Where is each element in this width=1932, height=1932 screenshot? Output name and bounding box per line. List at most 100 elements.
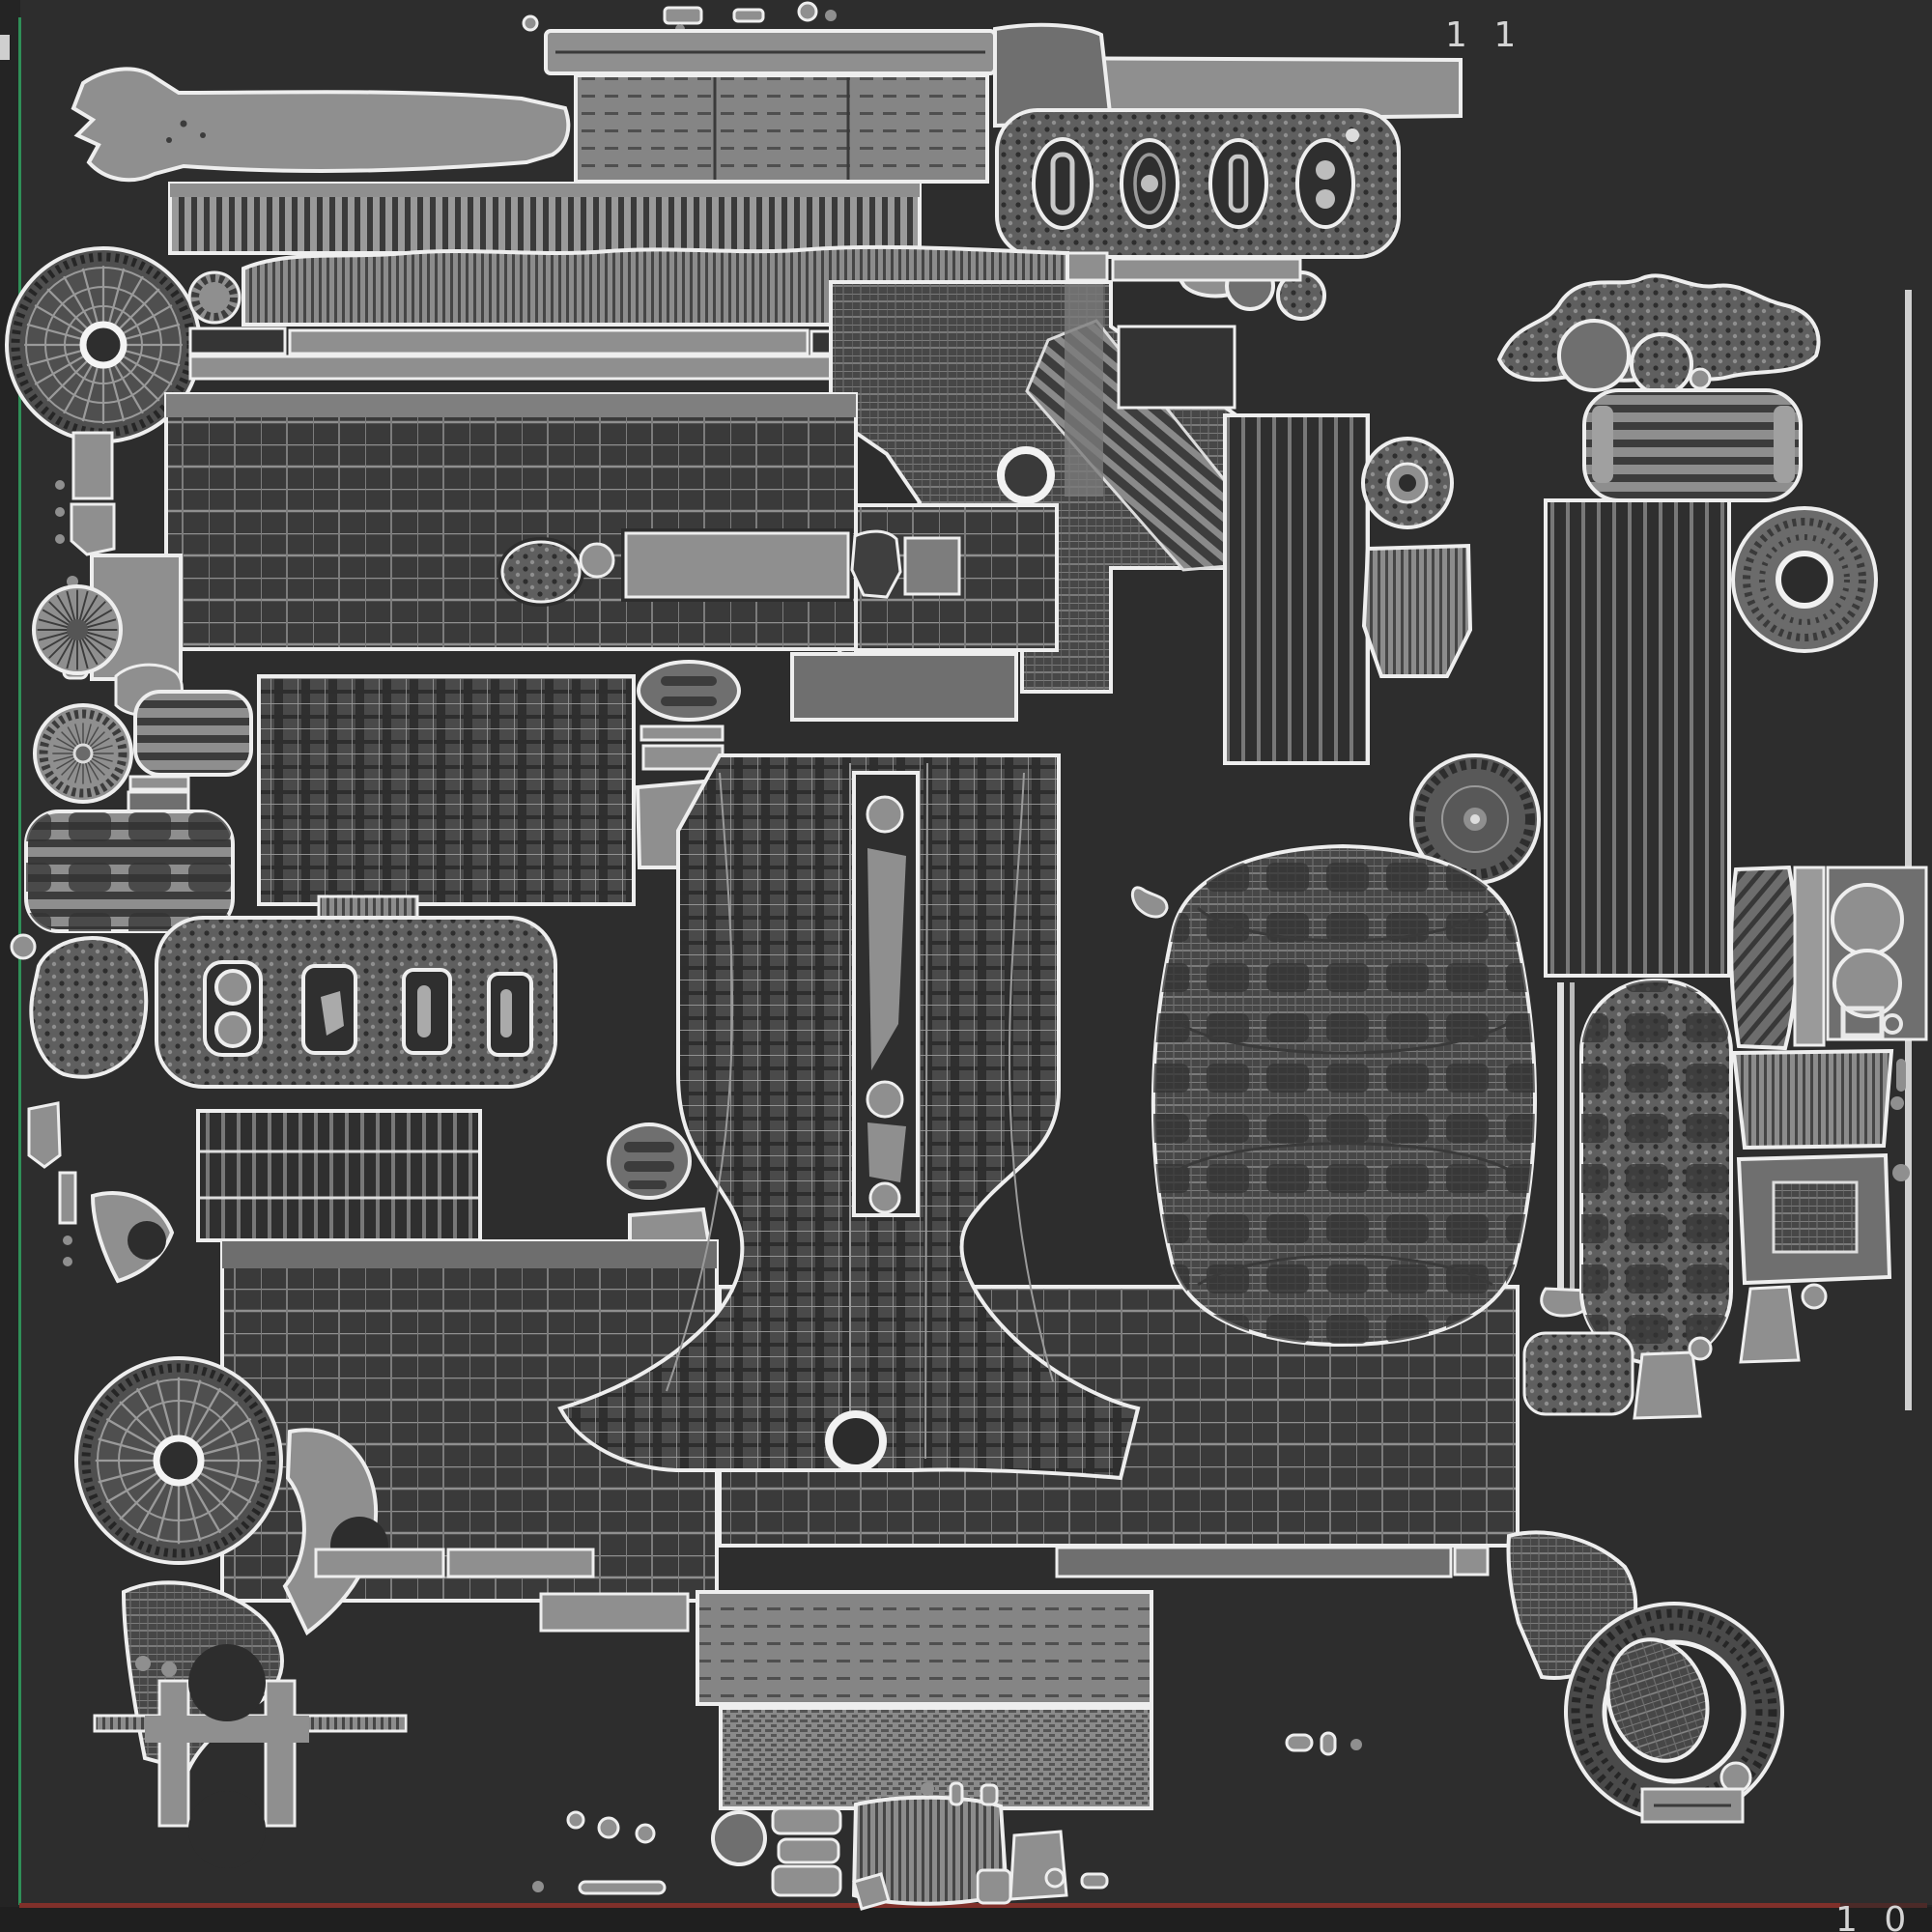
basket-body	[1731, 1048, 1894, 1151]
barrel-arcs	[1179, 906, 1508, 1287]
island-top-small-bits[interactable]	[522, 1, 837, 34]
island-egg-mesh[interactable]	[10, 933, 149, 1079]
island-funnel-right[interactable]	[1739, 1283, 1828, 1364]
port-inner	[1133, 153, 1166, 214]
bracket-bolt-hole	[997, 446, 1055, 504]
pill	[1320, 1731, 1337, 1756]
island-knurled-disc[interactable]	[33, 703, 133, 804]
band-body	[1729, 865, 1799, 1051]
filter-cap	[1592, 406, 1613, 483]
panel-body	[164, 392, 858, 651]
island-top-right-bar[interactable]	[993, 22, 1463, 128]
island-engine-bell[interactable]	[557, 753, 1141, 1481]
island-small-gear[interactable]	[187, 270, 242, 325]
bolt	[1044, 1867, 1065, 1889]
island-donut-small[interactable]	[1361, 437, 1454, 529]
bolt	[161, 1662, 177, 1677]
oval-slot	[661, 696, 717, 706]
island-quad-pad[interactable]	[1736, 1152, 1910, 1286]
dot	[921, 1782, 934, 1796]
port-stud	[1141, 175, 1158, 192]
island-striped-tower-b[interactable]	[1544, 498, 1731, 978]
sliver-edge	[1905, 290, 1912, 1410]
island-left-lower-bits[interactable]	[27, 1101, 175, 1284]
island-bottom-small-parts[interactable]	[532, 1781, 1109, 1911]
island-slat-box-large[interactable]	[24, 810, 235, 933]
island-torus[interactable]	[1731, 506, 1878, 653]
island-valve-cover-left[interactable]	[155, 916, 557, 1089]
rod	[1570, 982, 1575, 1311]
island-diag-band[interactable]	[1729, 865, 1826, 1051]
small-part	[797, 1, 818, 22]
island-tread-column[interactable]	[1540, 979, 1733, 1365]
island-striped-tower-a[interactable]	[1223, 413, 1370, 765]
island-y-bracket[interactable]	[829, 280, 1240, 694]
island-knit-panel[interactable]	[719, 1706, 1153, 1810]
island-oval-row[interactable]	[497, 528, 853, 607]
island-rib-trapezoid[interactable]	[1361, 543, 1473, 678]
island-slat-box-small[interactable]	[127, 690, 253, 813]
island-rib-basket[interactable]	[1731, 1048, 1906, 1151]
cover-slot-2	[301, 964, 357, 1055]
island-top-ribbed-rack[interactable]	[168, 182, 922, 255]
island-bottom-light-bars[interactable]	[314, 1546, 1490, 1633]
disc	[1557, 319, 1631, 392]
bar-dark	[188, 327, 287, 355]
speckle	[166, 137, 172, 143]
oval-body	[637, 660, 741, 722]
pipe-segment	[777, 1837, 840, 1864]
island-rod-strip[interactable]	[852, 771, 920, 1217]
island-right-sliver[interactable]	[1905, 290, 1912, 1410]
torus-hole	[1776, 551, 1833, 609]
filter-cap	[1774, 406, 1795, 483]
island-threaded-rod-handle[interactable]	[93, 1644, 408, 1868]
island-right-circles[interactable]	[1557, 319, 1712, 396]
island-wide-gray-bar[interactable]	[790, 652, 1018, 722]
handle-pillar	[264, 1679, 297, 1828]
island-top-grid-panel[interactable]	[574, 73, 989, 184]
island-wheel-rear[interactable]	[74, 1356, 283, 1565]
island-pad-above-ring[interactable]	[1522, 1331, 1713, 1420]
strip-bolt	[866, 1080, 904, 1119]
island-oval-slats[interactable]	[607, 1122, 692, 1200]
flag	[27, 1101, 62, 1169]
pad	[1522, 1331, 1634, 1416]
island-plaid-block[interactable]	[257, 674, 636, 922]
box-cells	[26, 811, 233, 931]
island-small-pills-row[interactable]	[1285, 1731, 1362, 1756]
filter-body	[1582, 388, 1803, 502]
island-light-square[interactable]	[850, 529, 961, 599]
island-small-bars[interactable]	[639, 724, 724, 771]
cover-slot-3	[402, 968, 452, 1055]
bar-cap	[1453, 1546, 1490, 1577]
screw-shaft	[578, 1880, 667, 1895]
slot-blob	[321, 991, 344, 1036]
island-striped-block[interactable]	[196, 1109, 482, 1242]
disc-knurl	[39, 709, 128, 798]
grid-top-band	[222, 1241, 717, 1268]
island-starburst[interactable]	[32, 584, 123, 675]
island-valve-cover-top[interactable]	[995, 108, 1401, 259]
foot-bar	[128, 775, 190, 791]
gear-center	[1470, 814, 1480, 824]
island-seat-barrel[interactable]	[1130, 843, 1537, 1348]
grid-label-bottom-right: 1 0	[1835, 1900, 1914, 1932]
star-bit	[852, 1872, 891, 1911]
barrel-cells	[1152, 846, 1535, 1345]
speckle	[200, 132, 206, 138]
bracket-column	[1065, 284, 1103, 497]
pipe-segment	[771, 1864, 842, 1897]
slot-stud	[214, 969, 251, 1006]
panel-body	[574, 73, 989, 184]
island-tire-ring[interactable]	[1564, 1602, 1784, 1824]
island-gear-disc[interactable]	[1409, 753, 1541, 885]
island-top-thin-bar[interactable]	[544, 29, 997, 75]
island-slotted-oval[interactable]	[637, 660, 741, 722]
island-right-panel-circles[interactable]	[1826, 866, 1928, 1041]
handle-cut-top	[188, 1644, 266, 1721]
oval-slot	[624, 1161, 674, 1172]
wedge	[1009, 1830, 1068, 1901]
island-seat-panel[interactable]	[696, 1590, 1153, 1706]
island-wrench-arm[interactable]	[71, 67, 571, 183]
